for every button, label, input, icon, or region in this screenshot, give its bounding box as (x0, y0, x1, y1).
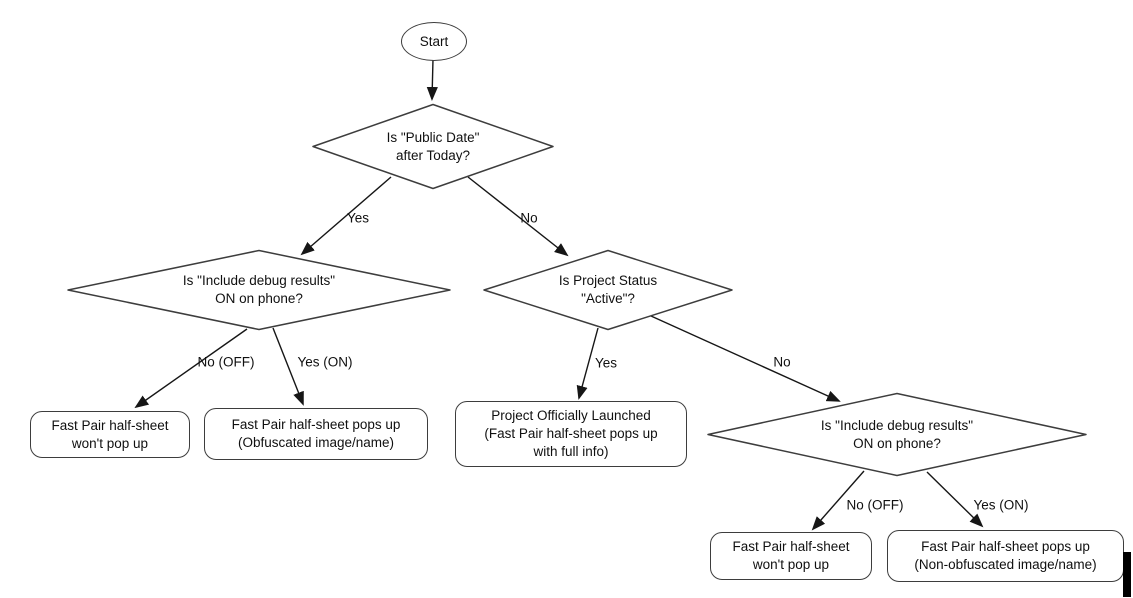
decision-public-date-label: Is "Public Date" after Today? (387, 129, 480, 165)
result-obfuscated-line1: Fast Pair half-sheet pops up (231, 417, 401, 433)
edge-label-d4-yeson: Yes (ON) (973, 497, 1029, 513)
edge-label-d4-nooff: No (OFF) (846, 497, 904, 513)
decision-project-status-line1: Is Project Status (558, 273, 658, 289)
decision-project-status-line2: "Active"? (581, 291, 635, 306)
decision-debug-right-line2: ON on phone? (853, 435, 941, 451)
edge-label-d2-nooff: No (OFF) (197, 354, 255, 370)
result-non-obfuscated: Fast Pair half-sheet pops up (Non-obfusc… (887, 530, 1124, 582)
result-wont-popup-right: Fast Pair half-sheet won't pop up (710, 532, 872, 580)
decision-debug-left: Is "Include debug results" ON on phone? (66, 249, 452, 331)
edge-label-d1-no: No (520, 210, 538, 226)
diamond-shape (483, 249, 733, 331)
result-non-obfuscated-line1: Fast Pair half-sheet pops up (921, 539, 1090, 555)
start-node: Start (401, 22, 467, 61)
edge-d1-d2-yes (300, 176, 392, 256)
diamond-shape (707, 392, 1087, 477)
edge-d4-b5-yeson (926, 471, 984, 528)
edge-start-d1 (426, 58, 438, 101)
result-launched-line1: Project Officially Launched (491, 408, 651, 424)
start-node-label: Start (419, 33, 449, 49)
result-launched-line3: with full info) (533, 443, 609, 459)
edge-d1-d3-no (467, 176, 569, 257)
decision-debug-right: Is "Include debug results" ON on phone? (706, 392, 1088, 477)
result-launched: Project Officially Launched (Fast Pair h… (455, 401, 687, 467)
result-wont-popup-right-line1: Fast Pair half-sheet (732, 539, 850, 555)
edge-label-d3-yes: Yes (594, 355, 618, 371)
decision-project-status-label: Is Project Status "Active"? (559, 272, 657, 308)
edge-d3-b3-yes (576, 327, 599, 400)
text-cursor-artifact (1123, 552, 1131, 597)
decision-debug-left-line1: Is "Include debug results" (182, 273, 336, 289)
diamond-shape (312, 103, 554, 190)
edge-d2-b1-nooff (134, 328, 248, 409)
result-non-obfuscated-line2: (Non-obfuscated image/name) (914, 557, 1097, 572)
decision-debug-left-label: Is "Include debug results" ON on phone? (183, 272, 335, 308)
edge-d2-b2-yeson (272, 327, 304, 406)
edge-label-d2-yeson: Yes (ON) (297, 354, 353, 370)
decision-debug-left-line2: ON on phone? (215, 291, 303, 306)
result-wont-popup-left: Fast Pair half-sheet won't pop up (30, 411, 190, 458)
edge-d4-b4-nooff (811, 470, 865, 531)
diamond-shape (67, 249, 451, 331)
result-wont-popup-left-line2: won't pop up (71, 435, 149, 451)
decision-debug-right-label: Is "Include debug results" ON on phone? (821, 417, 973, 453)
decision-public-date: Is "Public Date" after Today? (311, 103, 555, 190)
edge-d3-d4-no (650, 315, 841, 402)
decision-public-date-line2: after Today? (395, 147, 471, 163)
result-obfuscated: Fast Pair half-sheet pops up (Obfuscated… (204, 408, 428, 460)
decision-debug-right-line1: Is "Include debug results" (820, 417, 974, 433)
edge-label-d3-no: No (773, 354, 791, 370)
decision-project-status: Is Project Status "Active"? (482, 249, 734, 331)
decision-public-date-line1: Is "Public Date" (386, 129, 480, 145)
result-launched-line2: (Fast Pair half-sheet pops up (484, 426, 658, 442)
result-wont-popup-right-line2: won't pop up (752, 557, 830, 572)
result-obfuscated-line2: (Obfuscated image/name) (237, 435, 395, 450)
edge-label-d1-yes: Yes (346, 210, 370, 226)
result-wont-popup-left-line1: Fast Pair half-sheet (51, 417, 169, 433)
